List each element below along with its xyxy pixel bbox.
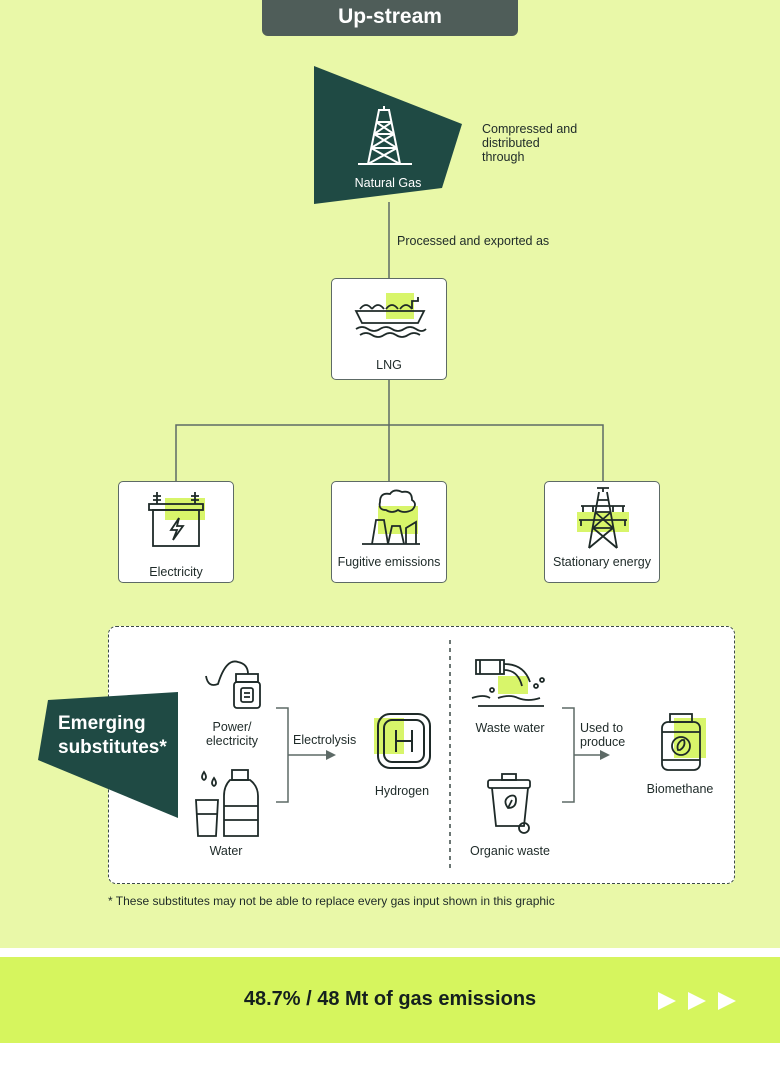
power-electricity-label: Power/ electricity xyxy=(205,720,259,748)
waste-water-pipe-icon xyxy=(471,659,545,707)
emerging-substitutes-title: Emerging substitutes* xyxy=(58,713,167,758)
footer-band xyxy=(0,957,780,1043)
electricity-box: Electricity xyxy=(118,481,234,583)
transmission-tower-icon xyxy=(577,487,629,549)
organic-waste-bin-icon xyxy=(487,773,531,834)
biomethane-label: Biomethane xyxy=(646,782,714,796)
page-bottom xyxy=(0,1043,780,1082)
power-pole-battery-icon xyxy=(148,492,205,547)
electrolysis-label: Electrolysis xyxy=(293,733,357,747)
connector-lines xyxy=(175,202,604,482)
hydrogen-icon xyxy=(374,713,431,769)
footnote: * These substitutes may not be able to r… xyxy=(108,894,555,908)
electricity-label: Electricity xyxy=(149,565,203,579)
hydrogen-label: Hydrogen xyxy=(374,784,430,798)
processed-label: Processed and exported as xyxy=(397,234,550,248)
water-bottle-icon xyxy=(195,769,259,837)
gas-emissions-stat: 48.7% / 48 Mt of gas emissions xyxy=(243,988,537,1010)
compressed-note: Compressed and distributed through xyxy=(482,122,578,164)
organic-waste-label: Organic waste xyxy=(470,844,550,858)
stationary-energy-label: Stationary energy xyxy=(553,555,651,569)
section-title: Up-stream xyxy=(262,0,518,36)
fugitive-emissions-label: Fugitive emissions xyxy=(337,555,441,569)
lng-label: LNG xyxy=(376,358,402,372)
footer-divider xyxy=(0,948,780,957)
factory-smoke-icon xyxy=(362,489,420,545)
water-label: Water xyxy=(209,844,243,858)
stationary-energy-box: Stationary energy xyxy=(544,481,660,583)
oil-derrick-icon xyxy=(358,106,412,165)
natural-gas-label: Natural Gas xyxy=(354,176,422,190)
lng-tanker-icon xyxy=(354,293,427,338)
used-to-produce-label: Used to produce xyxy=(580,721,626,749)
fugitive-emissions-box: Fugitive emissions xyxy=(331,481,447,583)
emerging-substitutes-panel xyxy=(38,692,178,818)
biomethane-gas-tank-icon xyxy=(661,713,706,771)
substitutes-panel xyxy=(108,626,735,884)
next-arrows-icon[interactable] xyxy=(656,990,740,1012)
lng-box: LNG xyxy=(331,278,447,380)
power-plug-icon xyxy=(205,660,261,709)
waste-water-label: Waste water xyxy=(475,721,545,735)
